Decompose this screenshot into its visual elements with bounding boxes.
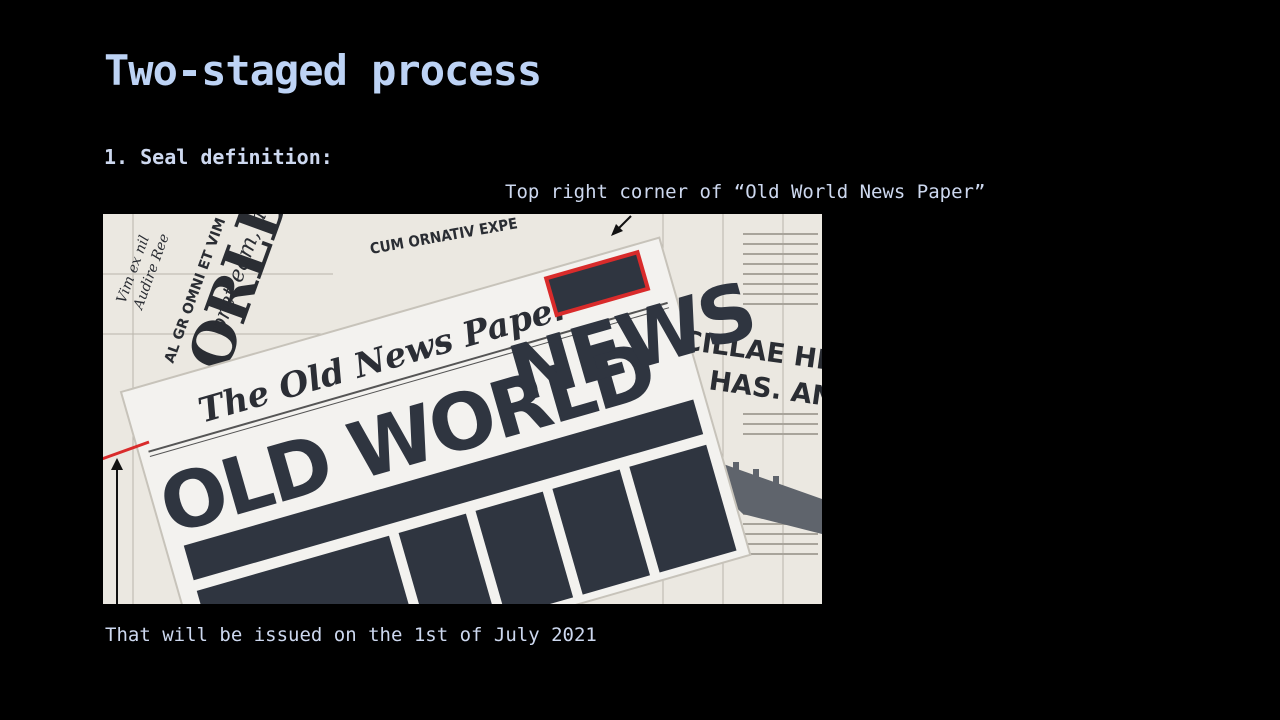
seal-highlight-box — [543, 249, 651, 318]
seal-location-annotation: Top right corner of “Old World News Pape… — [505, 181, 986, 203]
issue-date-caption: That will be issued on the 1st of July 2… — [105, 624, 597, 646]
left-corner-highlight — [103, 440, 150, 461]
newspaper-image: ORLD Vim ex nil Audire Ree pret eam, an … — [103, 214, 822, 604]
step-heading: 1. Seal definition: — [104, 145, 333, 169]
slide-title: Two-staged process — [104, 46, 542, 95]
